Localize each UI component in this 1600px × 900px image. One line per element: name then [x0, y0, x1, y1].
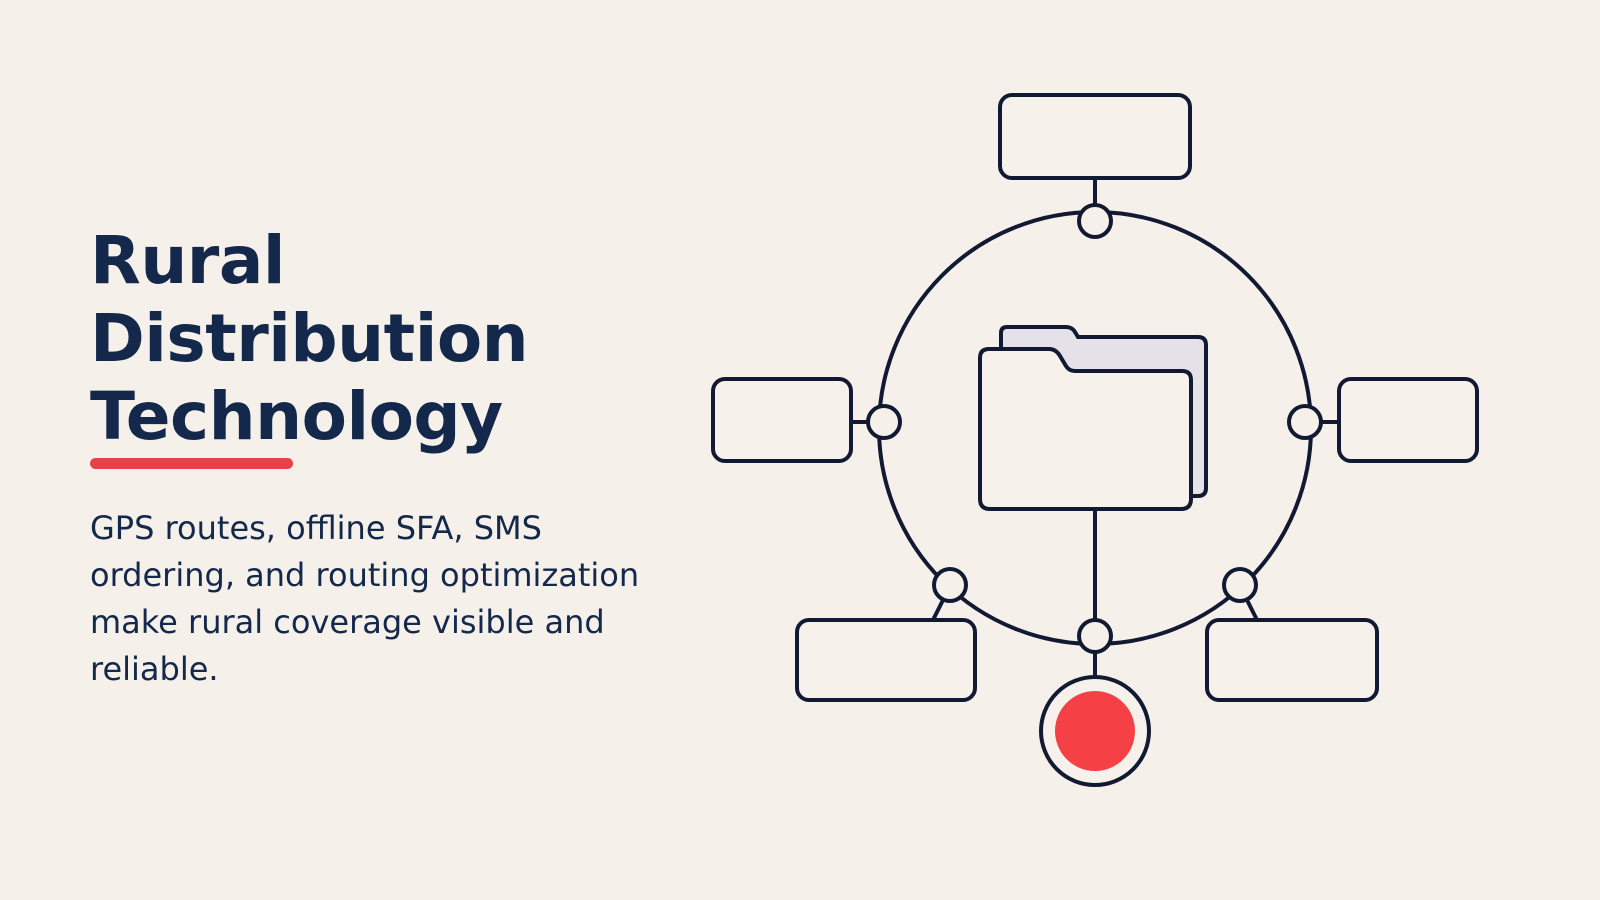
red-dot-indicator — [1039, 675, 1151, 787]
description-text: GPS routes, offline SFA, SMS ordering, a… — [90, 509, 640, 688]
folder-front — [978, 347, 1193, 511]
satellite-box-bottom-right — [1205, 618, 1379, 702]
ring-node-bottom-left — [932, 567, 968, 603]
ring-node-top — [1077, 203, 1113, 239]
title-line-3: Technology — [90, 378, 503, 455]
connector-bottom-left — [931, 599, 945, 621]
connector-bottom-right — [1245, 599, 1259, 621]
title-accent-underline — [90, 458, 293, 469]
title-line-2: Distribution — [90, 300, 529, 377]
satellite-box-bottom-left — [795, 618, 977, 702]
ring-node-right — [1287, 404, 1323, 440]
title-block: Rural Distribution Technology — [90, 222, 650, 456]
folder-icon — [978, 325, 1208, 511]
title-line-1: Rural — [90, 222, 286, 299]
satellite-box-top — [998, 93, 1192, 180]
satellite-box-right — [1337, 377, 1479, 463]
ring-node-bottom — [1077, 618, 1113, 654]
ring-node-bottom-right — [1222, 567, 1258, 603]
satellite-box-left — [711, 377, 853, 463]
indicator-dot — [1055, 691, 1135, 771]
ring-node-left — [866, 404, 902, 440]
